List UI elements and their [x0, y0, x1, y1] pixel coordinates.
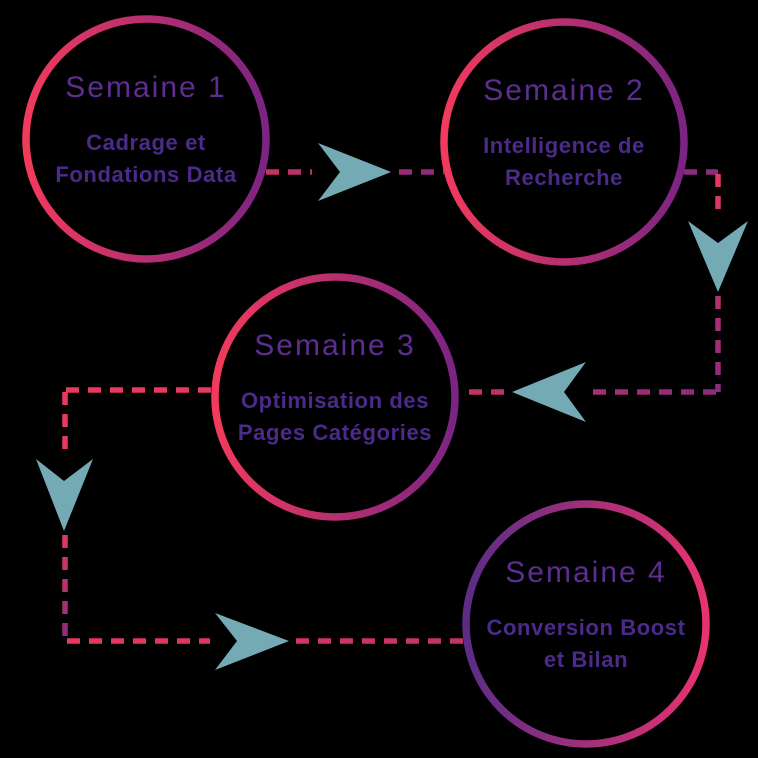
node-circle	[440, 18, 688, 266]
arrow-down-icon	[688, 221, 748, 292]
node-semaine-2: Semaine 2 Intelligence de Recherche	[440, 18, 688, 266]
node-title: Semaine 2	[483, 74, 644, 107]
connector-3-to-4	[36, 387, 463, 670]
node-subtitle-line1: Cadrage et	[86, 130, 206, 155]
node-title: Semaine 4	[505, 556, 666, 589]
node-subtitle-line2: et Bilan	[544, 647, 628, 672]
node-circle	[462, 500, 710, 748]
node-subtitle-line2: Pages Catégories	[238, 420, 432, 445]
arrow-right-icon	[215, 613, 289, 670]
node-circle	[22, 15, 270, 263]
node-circle	[211, 273, 459, 521]
connector-2-to-3	[460, 169, 748, 422]
node-title: Semaine 1	[65, 71, 226, 104]
node-semaine-1: Semaine 1 Cadrage et Fondations Data	[22, 15, 270, 263]
node-subtitle-line2: Fondations Data	[55, 162, 237, 187]
node-subtitle-line2: Recherche	[505, 165, 623, 190]
node-semaine-3: Semaine 3 Optimisation des Pages Catégor…	[211, 273, 459, 521]
node-title: Semaine 3	[254, 329, 415, 362]
arrow-right-icon	[318, 143, 391, 201]
connector-1-to-2	[266, 143, 444, 201]
arrow-down-icon	[36, 459, 93, 531]
arrow-left-icon	[512, 362, 586, 422]
node-semaine-4: Semaine 4 Conversion Boost et Bilan	[462, 500, 710, 748]
node-subtitle-line1: Conversion Boost	[486, 615, 685, 640]
node-subtitle-line1: Intelligence de	[483, 133, 645, 158]
node-subtitle-line1: Optimisation des	[241, 388, 429, 413]
